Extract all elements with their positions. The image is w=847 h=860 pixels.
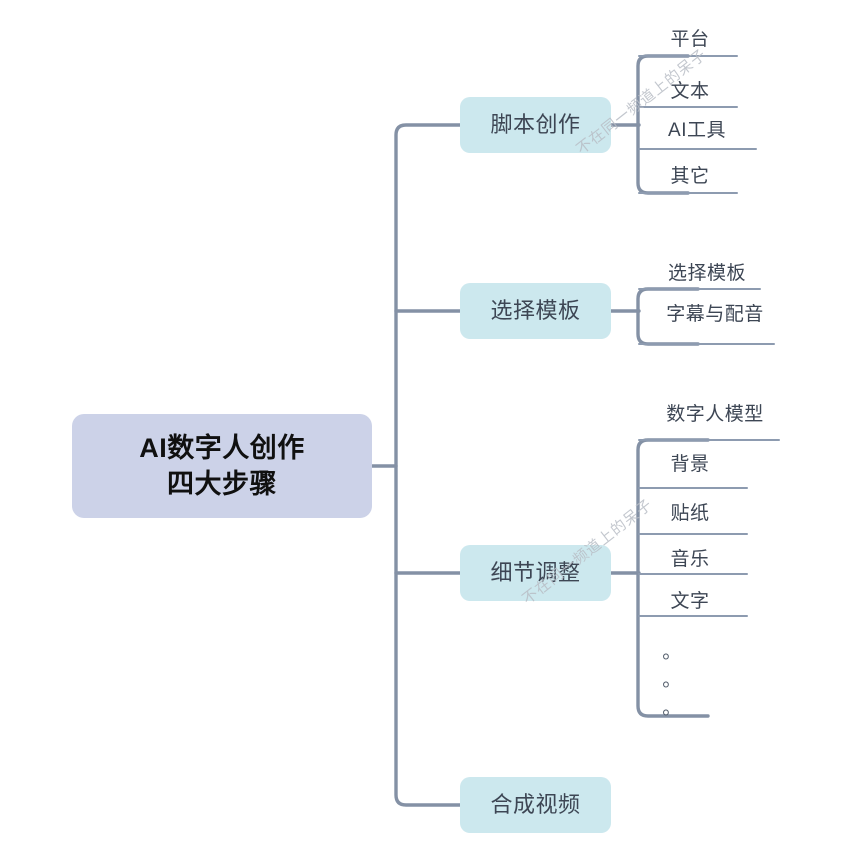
branch-node-script-creation[interactable]: 脚本创作 (460, 97, 611, 153)
leaf-label: 。 (662, 697, 682, 719)
leaf-label: 。 (662, 641, 682, 663)
leaf-label: 背景 (670, 453, 710, 475)
branch-node-synthesize-video[interactable]: 合成视频 (460, 777, 611, 833)
branch-node-label: 选择模板 (490, 297, 581, 323)
leaf-node-text[interactable]: 文本 (652, 72, 728, 106)
branch-node-select-template[interactable]: 选择模板 (460, 283, 611, 339)
branch-node-label: 合成视频 (490, 791, 581, 817)
root-node-label: AI数字人创作四大步骤 (139, 432, 305, 499)
root-node[interactable]: AI数字人创作四大步骤 (72, 414, 372, 518)
connector-trunk (394, 123, 462, 807)
leaf-node-select-template[interactable]: 选择模板 (652, 254, 762, 288)
leaf-node-ai-tools[interactable]: AI工具 (652, 111, 742, 145)
leaf-rule-sticker (638, 533, 748, 535)
leaf-node-subtitle-dubbing[interactable]: 字幕与配音 (652, 295, 778, 329)
leaf-node-caption-text[interactable]: 文字 (652, 582, 728, 616)
leaf-node-platform[interactable]: 平台 (652, 20, 728, 54)
leaf-rule-music (638, 573, 748, 575)
leaf-label: AI工具 (668, 119, 726, 141)
leaf-node-ellipsis-1[interactable]: 。 (652, 636, 692, 664)
leaf-rule-ai-tools (638, 148, 757, 150)
leaf-rule-other (638, 192, 738, 194)
leaf-label: 音乐 (670, 548, 710, 570)
leaf-label: 其它 (670, 165, 710, 187)
leaf-rule-background (638, 487, 748, 489)
leaf-node-music[interactable]: 音乐 (652, 540, 728, 574)
leaf-rule-digital-human-model (638, 439, 780, 441)
branch-node-label: 细节调整 (490, 559, 581, 585)
leaf-node-ellipsis-3[interactable]: 。 (652, 692, 692, 720)
leaf-rule-platform (638, 55, 738, 57)
branch-node-label: 脚本创作 (490, 111, 581, 137)
leaf-label: 文字 (670, 590, 710, 612)
leaf-node-background[interactable]: 背景 (652, 445, 728, 479)
leaf-node-ellipsis-2[interactable]: 。 (652, 664, 692, 692)
leaf-label: 。 (662, 669, 682, 691)
leaf-rule-text (638, 106, 738, 108)
leaf-node-other[interactable]: 其它 (652, 157, 728, 191)
leaf-label: 平台 (670, 28, 710, 50)
leaf-rule-subtitle-dubbing (638, 343, 775, 345)
leaf-label: 贴纸 (670, 502, 710, 524)
leaf-node-digital-human-model[interactable]: 数字人模型 (652, 395, 778, 429)
branch-node-detail-adjustment[interactable]: 细节调整 (460, 545, 611, 601)
leaf-rule-caption-text (638, 615, 748, 617)
leaf-label: 数字人模型 (666, 403, 764, 425)
leaf-label: 文本 (670, 80, 710, 102)
leaf-rule-select-template (638, 288, 761, 290)
leaf-label: 字幕与配音 (666, 303, 764, 325)
leaf-node-sticker[interactable]: 贴纸 (652, 494, 728, 528)
leaf-label: 选择模板 (667, 262, 746, 284)
